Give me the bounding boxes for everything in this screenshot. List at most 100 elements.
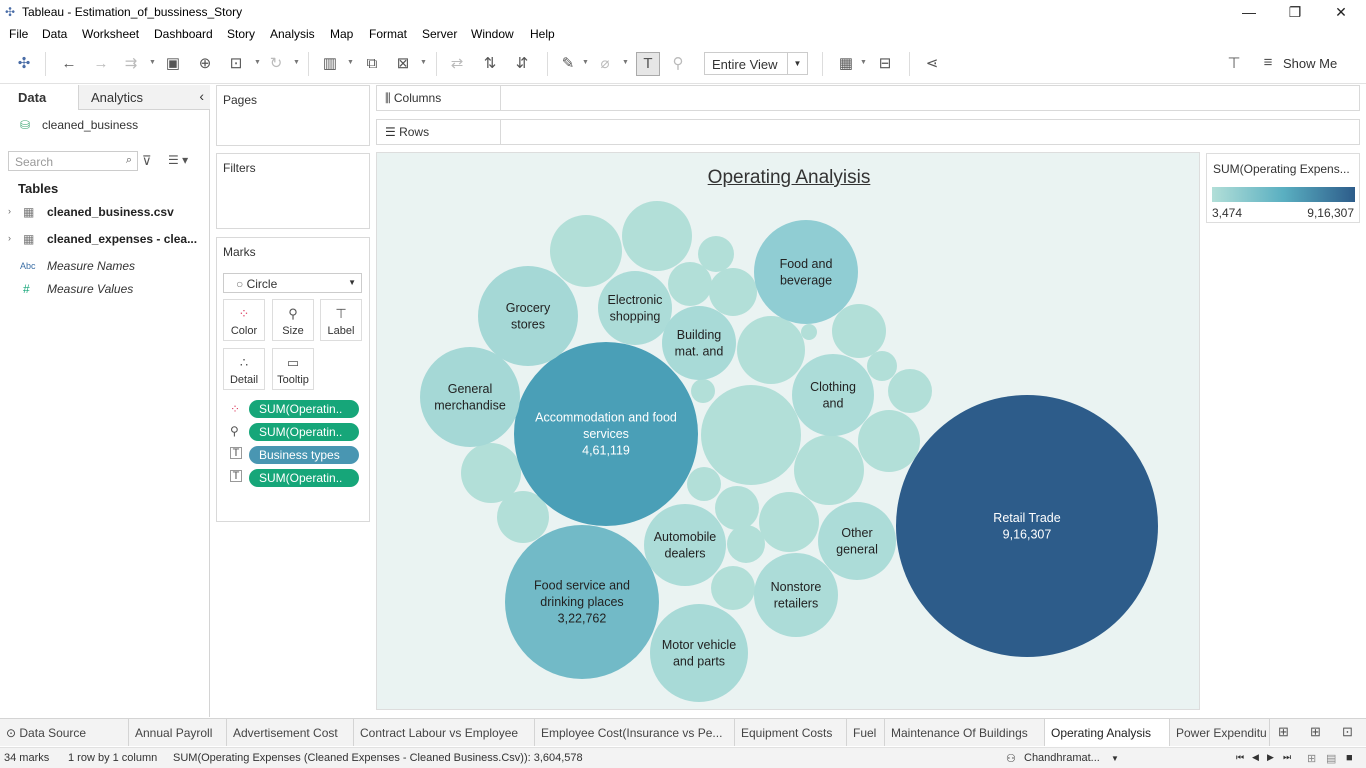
bubble-mark[interactable]	[759, 492, 819, 552]
bubble-mark[interactable]	[754, 553, 838, 637]
replay-icon[interactable]: ⇉	[124, 55, 138, 72]
filters-shelf[interactable]: Filters	[216, 153, 370, 229]
restore-button[interactable]: ❐	[1288, 4, 1302, 20]
bubble-mark[interactable]	[687, 467, 721, 501]
clear-dropdown-icon[interactable]: ▼	[420, 59, 427, 66]
refresh-icon[interactable]: ↻	[269, 55, 283, 72]
bubble-mark[interactable]	[420, 347, 520, 447]
expand-icon[interactable]: ›	[8, 206, 11, 216]
chevron-down-icon[interactable]: ▼	[1111, 754, 1119, 763]
bubble-mark[interactable]	[867, 351, 897, 381]
tab-sheet[interactable]: Contract Labour vs Employee	[354, 719, 535, 746]
tab-sheet[interactable]: Maintenance Of Buildings	[885, 719, 1045, 746]
last-sheet-icon[interactable]: ⏭	[1283, 752, 1292, 762]
bubble-mark[interactable]	[711, 566, 755, 610]
menu-file[interactable]: File	[9, 27, 29, 41]
status-user[interactable]: Chandhramat...	[1024, 752, 1100, 764]
color-button[interactable]: ⁘ Color	[223, 299, 265, 341]
bubble-mark[interactable]	[461, 443, 521, 503]
menu-help[interactable]: Help	[530, 27, 555, 41]
bubble-mark[interactable]	[662, 306, 736, 380]
tab-sheet[interactable]: Advertisement Cost	[227, 719, 354, 746]
datasource-name[interactable]: cleaned_business	[42, 118, 139, 132]
bubble-mark[interactable]	[505, 525, 659, 679]
sort-ascending-icon[interactable]: ⇅	[483, 55, 497, 72]
menu-format[interactable]: Format	[369, 27, 408, 41]
first-sheet-icon[interactable]: ⏮	[1236, 752, 1245, 762]
new-worksheet-tab-icon[interactable]: ⊞	[1278, 724, 1289, 739]
tab-sheet[interactable]: Equipment Costs	[735, 719, 847, 746]
bubble-mark[interactable]	[858, 410, 920, 472]
bubble-mark[interactable]	[794, 435, 864, 505]
tab-sheet-active[interactable]: Operating Analysis	[1045, 719, 1170, 746]
show-mark-labels-icon[interactable]: T	[636, 52, 660, 76]
filmstrip-view-icon[interactable]: ▤	[1326, 753, 1337, 765]
group-dropdown-icon[interactable]: ▼	[622, 59, 629, 66]
bubble-mark[interactable]	[650, 604, 748, 702]
tab-sheet[interactable]: Employee Cost(Insurance vs Pe...	[535, 719, 735, 746]
menu-worksheet[interactable]: Worksheet	[82, 27, 140, 41]
tab-data-source[interactable]: ⊙ Data Source	[0, 719, 129, 746]
bubble-mark[interactable]	[701, 385, 801, 485]
new-worksheet-dropdown-icon[interactable]: ▼	[347, 59, 354, 66]
bubble-mark[interactable]	[801, 324, 817, 340]
collapse-pane-icon[interactable]: ‹	[199, 88, 204, 104]
bubble-mark[interactable]	[709, 268, 757, 316]
highlight-dropdown-icon[interactable]: ▼	[582, 59, 589, 66]
menu-data[interactable]: Data	[42, 27, 68, 41]
bubble-mark[interactable]	[478, 266, 578, 366]
prev-sheet-icon[interactable]: ◀	[1252, 752, 1259, 762]
bubble-mark[interactable]	[598, 271, 672, 345]
tab-sheet[interactable]: Fuel	[847, 719, 885, 746]
table-item[interactable]: cleaned_business.csv	[47, 205, 174, 219]
bubble-mark[interactable]	[644, 504, 726, 586]
expand-icon[interactable]: ›	[8, 233, 11, 243]
replay-dropdown-icon[interactable]: ▼	[149, 59, 156, 66]
bubble-mark[interactable]	[691, 379, 715, 403]
minimize-button[interactable]: —	[1242, 4, 1256, 20]
show-cards-icon[interactable]: ▦	[838, 55, 854, 72]
bubble-mark[interactable]	[727, 525, 765, 563]
redo-icon[interactable]: →	[93, 55, 109, 72]
format-painter-icon[interactable]: ⊤	[1227, 55, 1241, 72]
bubble-mark[interactable]	[550, 215, 622, 287]
tab-data[interactable]: Data	[0, 85, 78, 110]
bubble-mark[interactable]	[698, 236, 734, 272]
pause-updates-icon[interactable]: ⊡	[229, 55, 243, 72]
refresh-dropdown-icon[interactable]: ▼	[293, 59, 300, 66]
sort-descending-icon[interactable]: ⇵	[515, 55, 529, 72]
fit-select[interactable]: Entire View ▼	[704, 52, 808, 75]
label-pill-sum[interactable]: SUM(Operatin..	[249, 469, 359, 487]
bubble-mark[interactable]	[668, 262, 712, 306]
save-icon[interactable]: ▣	[165, 55, 181, 72]
group-icon[interactable]: ⌀	[600, 55, 610, 72]
bubble-mark[interactable]	[754, 220, 858, 324]
tab-sheet[interactable]: Annual Payroll	[129, 719, 227, 746]
bubble-mark[interactable]	[792, 354, 874, 436]
menu-analysis[interactable]: Analysis	[270, 27, 315, 41]
cards-dropdown-icon[interactable]: ▼	[860, 59, 867, 66]
search-input[interactable]: Search ⌕	[8, 151, 138, 171]
fix-axes-icon[interactable]: ⚲	[672, 55, 684, 72]
bubble-mark[interactable]	[896, 395, 1158, 657]
bubble-mark[interactable]	[832, 304, 886, 358]
tab-view-icon[interactable]: ■	[1346, 752, 1353, 764]
clear-sheet-icon[interactable]: ⊠	[396, 55, 410, 72]
measure-values-field[interactable]: Measure Values	[47, 282, 134, 296]
next-sheet-icon[interactable]: ▶	[1267, 752, 1274, 762]
pause-dropdown-icon[interactable]: ▼	[254, 59, 261, 66]
tableau-home-icon[interactable]: ✣	[17, 55, 31, 72]
color-pill[interactable]: SUM(Operatin..	[249, 400, 359, 418]
share-icon[interactable]: ⋖	[925, 55, 939, 72]
swap-rows-columns-icon[interactable]: ⇄	[450, 55, 464, 72]
new-dashboard-tab-icon[interactable]: ⊞	[1310, 724, 1321, 739]
duplicate-sheet-icon[interactable]: ⧉	[366, 55, 378, 72]
bubble-mark[interactable]	[715, 486, 759, 530]
menu-story[interactable]: Story	[227, 27, 256, 41]
bubble-mark[interactable]	[622, 201, 692, 271]
new-story-tab-icon[interactable]: ⊡	[1342, 724, 1353, 739]
tooltip-button[interactable]: ▭ Tooltip	[272, 348, 314, 390]
close-button[interactable]: ✕	[1335, 4, 1347, 20]
size-pill[interactable]: SUM(Operatin..	[249, 423, 359, 441]
